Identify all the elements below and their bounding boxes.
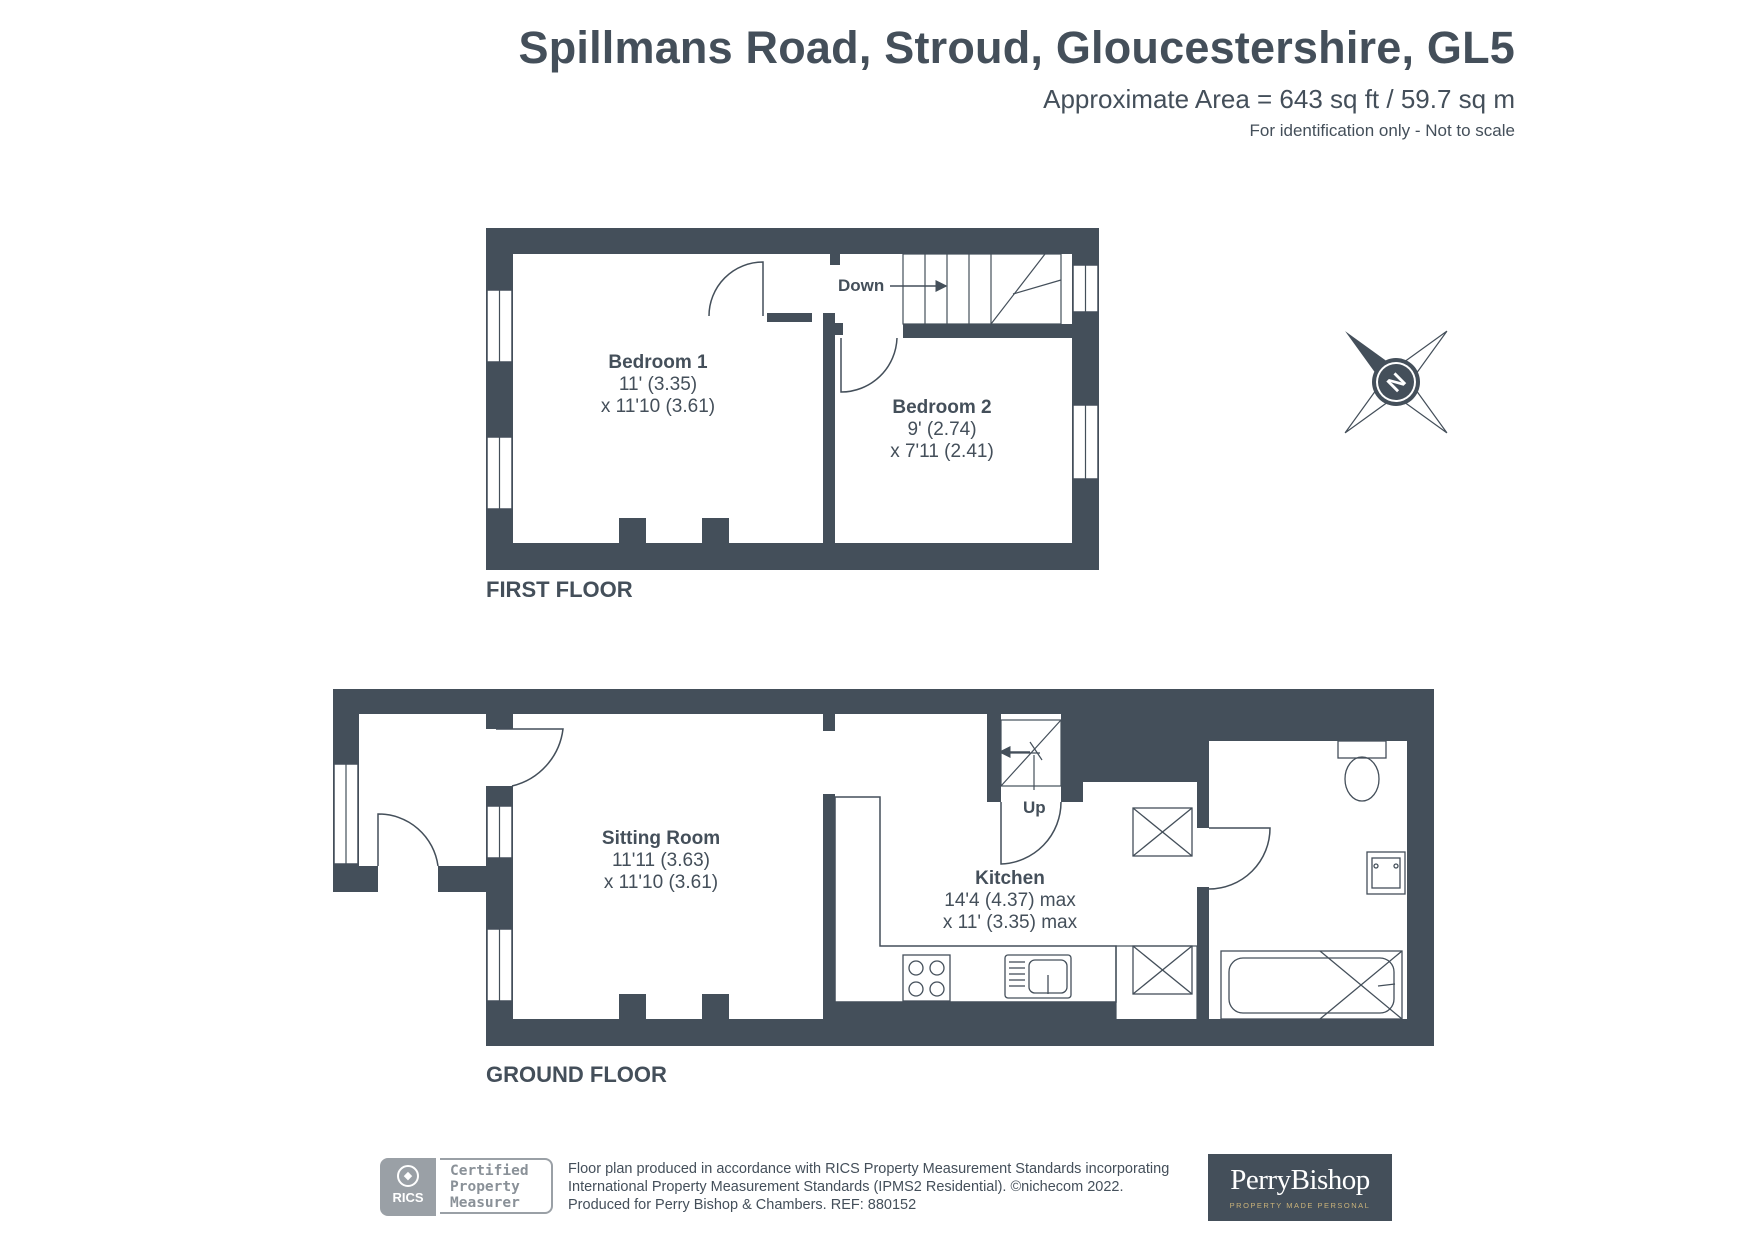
gf-wall-right bbox=[1407, 689, 1434, 1046]
appliance-icon bbox=[1132, 945, 1193, 995]
room-name-sitting-room: Sitting Room bbox=[602, 828, 720, 849]
gf-bathroom-partition-low bbox=[1197, 887, 1209, 1019]
basin-icon bbox=[1366, 851, 1406, 895]
bath-icon bbox=[1220, 950, 1403, 1020]
ff-stairs bbox=[902, 253, 1062, 325]
compass-icon: N bbox=[1344, 330, 1448, 434]
ground-floor-plan: Up bbox=[333, 689, 1434, 1087]
ff-wall-left bbox=[486, 228, 513, 570]
brand-tagline: PROPERTY MADE PERSONAL bbox=[1229, 1201, 1371, 1210]
room-dim2-kitchen: x 11' (3.35) max bbox=[943, 912, 1078, 933]
ff-landing-wall bbox=[823, 313, 835, 323]
gf-bathroom-wall-top bbox=[1197, 714, 1209, 782]
rics-text-line: Property bbox=[450, 1179, 520, 1195]
sink-icon bbox=[1004, 954, 1072, 999]
gf-stairs-label: Up bbox=[1023, 798, 1046, 817]
rics-logo: ◆ RICS Certified Property Measurer bbox=[380, 1158, 556, 1216]
gf-kitchen-counter-fill bbox=[835, 1002, 1116, 1020]
hob-icon bbox=[902, 954, 951, 1002]
ff-door-bedroom2 bbox=[840, 337, 898, 393]
brand-logo: PerryBishop PROPERTY MADE PERSONAL bbox=[1208, 1154, 1392, 1221]
room-dim2-sitting-room: x 11'10 (3.61) bbox=[604, 872, 718, 893]
gf-door-front bbox=[377, 813, 439, 867]
ff-partition-vertical bbox=[823, 323, 835, 544]
room-dim1-bedroom-2: 9' (2.74) bbox=[907, 419, 976, 440]
rics-emblem-icon: ◆ bbox=[397, 1165, 419, 1187]
ff-stair-wall bbox=[903, 324, 1073, 338]
ff-door-bedroom1 bbox=[708, 261, 764, 317]
gf-door-understairs bbox=[1000, 801, 1062, 865]
gf-chimney-right bbox=[702, 994, 729, 1020]
footer-notes: Floor plan produced in accordance with R… bbox=[568, 1160, 1169, 1214]
room-dim1-kitchen: 14'4 (4.37) max bbox=[944, 890, 1076, 911]
rics-badge: ◆ RICS bbox=[380, 1158, 436, 1216]
rics-text-line: Measurer bbox=[450, 1195, 520, 1211]
ff-wall-bottom bbox=[486, 543, 1099, 570]
rics-badge-label: RICS bbox=[392, 1190, 424, 1205]
gf-chimney-left bbox=[619, 994, 646, 1020]
gf-wall-left-top bbox=[486, 689, 513, 729]
ff-top-notch bbox=[830, 228, 840, 265]
page-title: Spillmans Road, Stroud, Gloucestershire,… bbox=[518, 22, 1515, 73]
gf-stair-post bbox=[1061, 714, 1083, 802]
first-floor-label: FIRST FLOOR bbox=[486, 577, 633, 602]
rics-certified-text: Certified Property Measurer bbox=[440, 1158, 553, 1214]
room-name-bedroom-1: Bedroom 1 bbox=[608, 352, 708, 373]
toilet-icon bbox=[1337, 740, 1387, 802]
room-dim1-sitting-room: 11'11 (3.63) bbox=[612, 850, 710, 871]
room-dim2-bedroom-2: x 7'11 (2.41) bbox=[890, 441, 994, 462]
gf-door-bathroom bbox=[1208, 827, 1271, 890]
footer-line: International Property Measurement Stand… bbox=[568, 1179, 1124, 1195]
gf-porch-bottom bbox=[333, 866, 378, 892]
ff-stair-wall-post bbox=[831, 323, 843, 335]
gf-wall-top bbox=[333, 689, 1434, 714]
gf-stairs bbox=[1000, 719, 1062, 787]
ff-chimney-right bbox=[702, 518, 729, 544]
room-name-kitchen: Kitchen bbox=[975, 868, 1045, 889]
room-dim1-bedroom-1: 11' (3.35) bbox=[619, 374, 697, 395]
gf-bathroom-partition bbox=[1197, 782, 1209, 828]
first-floor-plan: Down Bedroom 1 11' (3.35) x 11'10 (3.61)… bbox=[486, 228, 1099, 602]
gf-partition-notch bbox=[823, 714, 835, 731]
disclaimer: For identification only - Not to scale bbox=[1249, 121, 1515, 140]
room-name-bedroom-2: Bedroom 2 bbox=[892, 397, 991, 418]
gf-bathroom-top-fill bbox=[1209, 714, 1407, 741]
gf-stair-wall-left bbox=[987, 714, 1001, 802]
ff-stairs-label: Down bbox=[838, 276, 884, 295]
gf-door-sitting bbox=[496, 728, 564, 787]
room-dim2-bedroom-1: x 11'10 (3.61) bbox=[601, 396, 715, 417]
ground-floor-label: GROUND FLOOR bbox=[486, 1062, 667, 1087]
gf-wall-bottom bbox=[486, 1019, 1434, 1046]
brand-name: PerryBishop bbox=[1230, 1164, 1370, 1196]
gf-stair-block bbox=[1069, 714, 1197, 782]
ff-chimney-left bbox=[619, 518, 646, 544]
footer-line: Produced for Perry Bishop & Chambers. RE… bbox=[568, 1197, 917, 1213]
appliance-icon bbox=[1132, 807, 1193, 857]
ff-wall-top bbox=[486, 228, 1099, 254]
gf-partition-sitting bbox=[823, 794, 835, 1020]
gf-kitchen-right-box bbox=[1115, 945, 1198, 1021]
ff-partition-landing bbox=[767, 313, 812, 322]
approximate-area: Approximate Area = 643 sq ft / 59.7 sq m bbox=[1043, 84, 1515, 114]
rics-text-line: Certified bbox=[450, 1163, 529, 1179]
footer-line: Floor plan produced in accordance with R… bbox=[568, 1161, 1170, 1177]
